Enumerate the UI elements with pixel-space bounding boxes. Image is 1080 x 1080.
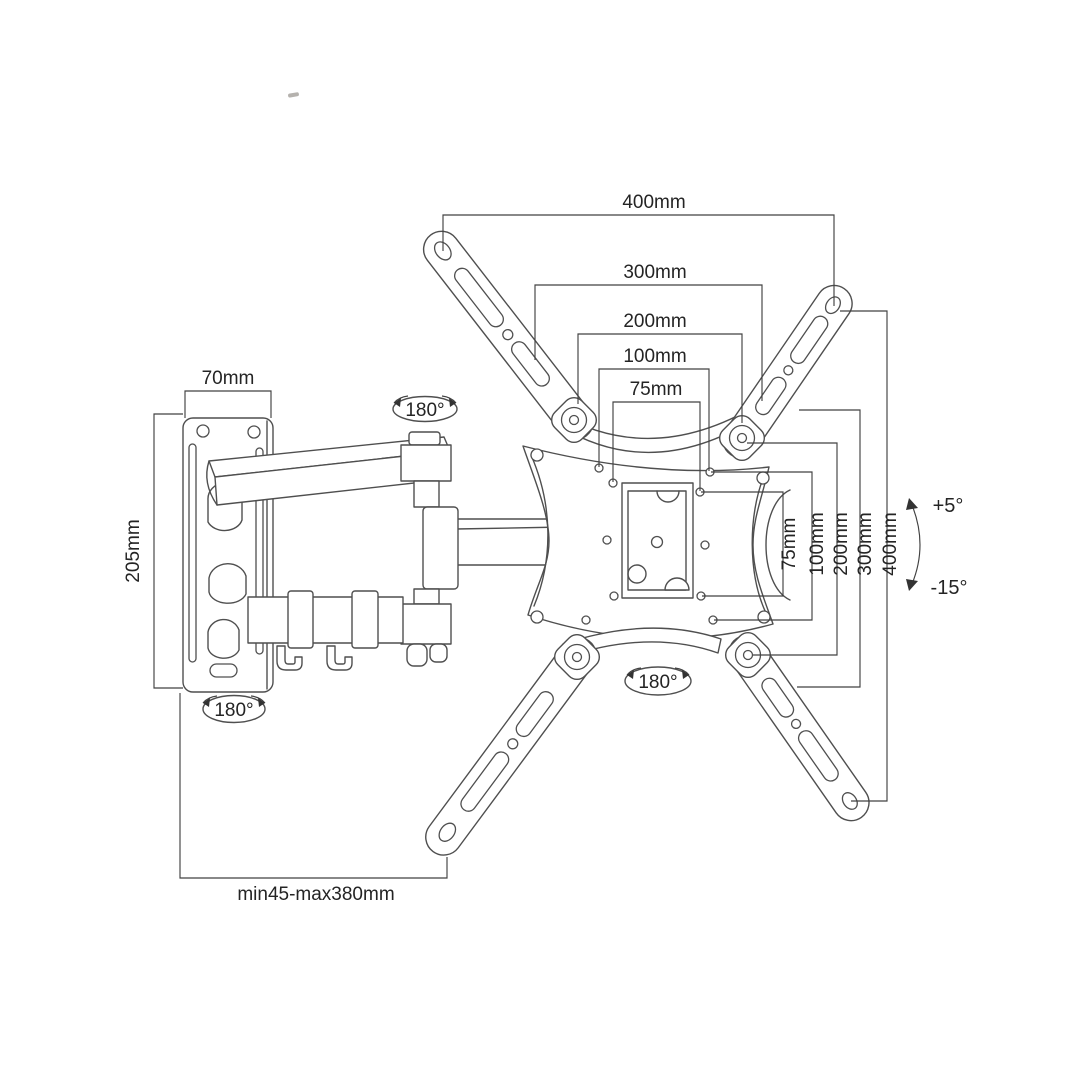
dim-plate-height-bracket: [153, 413, 183, 689]
rotation-arrow-icon: [449, 398, 456, 407]
swivel-indicator-vesa: 180°: [624, 666, 692, 696]
swivel-indicator-plate: 180°: [202, 694, 266, 724]
dim-plate-height-label: 205mm: [123, 519, 144, 582]
vesa-arm-lower-left: [425, 636, 597, 856]
dim-top-75-bracket: [612, 401, 701, 491]
rotation-arrow-icon: [203, 698, 210, 707]
dim-top-100-label: 100mm: [623, 346, 686, 367]
plate-swivel-label: 180°: [214, 700, 253, 721]
elbow-neck-lower: [413, 588, 440, 605]
elbow-top-cap: [408, 431, 441, 446]
dim-top-300-bracket: [534, 284, 763, 401]
tilt-arrow-up: [906, 498, 918, 510]
tilt-mechanism: [621, 482, 694, 599]
hinge-knuckle: [208, 563, 247, 604]
scan-artifact: [288, 92, 299, 98]
dim-side-75-bracket: [701, 491, 784, 597]
dim-side-300-label: 300mm: [855, 512, 876, 575]
dim-top-200-bracket: [577, 333, 743, 423]
vesa-rotation-label: 180°: [638, 672, 677, 693]
cable-hook: [276, 645, 303, 671]
wall-plate-slot-left: [188, 443, 197, 663]
vesa-arm-upper-left: [422, 230, 594, 441]
dim-extension-label: min45-max380mm: [237, 884, 394, 905]
elbow-foot: [406, 643, 428, 667]
cable-hook: [326, 645, 353, 671]
arm-swivel-label: 180°: [405, 400, 444, 421]
dim-top-400-label: 400mm: [622, 192, 685, 213]
dim-top-300-label: 300mm: [623, 262, 686, 283]
dim-top-400-bracket: [442, 214, 835, 306]
rotation-arrow-icon: [627, 670, 634, 679]
elbow-collar: [422, 506, 459, 590]
lower-curve-band: [562, 627, 722, 658]
cable-clip-bracket: [351, 590, 379, 649]
cable-bar: [247, 596, 404, 644]
dimension-annotations: 400mm 300mm 200mm 100mm 75mm 75mm 100mm …: [123, 192, 967, 905]
cable-clip-bracket: [287, 590, 314, 649]
swivel-arm-hinge-cap: [206, 460, 218, 506]
dim-side-200-bracket: [747, 442, 838, 656]
arm-pivot: [724, 631, 772, 679]
rotation-arrow-icon: [258, 698, 265, 707]
vesa-arm-upper-right: [722, 284, 853, 459]
dim-top-200-label: 200mm: [623, 311, 686, 332]
arm-pivot: [553, 633, 601, 681]
dim-side-75-label: 75mm: [779, 518, 800, 571]
swivel-indicator-arm: 180°: [392, 395, 458, 423]
rotation-arrow-icon: [682, 670, 689, 679]
wall-plate-slot-bottom: [209, 663, 238, 678]
dim-side-100-label: 100mm: [807, 512, 828, 575]
tilt-arrow-down: [906, 579, 918, 591]
elbow-neck: [413, 480, 440, 508]
dim-extension-bracket: [179, 693, 448, 879]
extension-arm-edge: [455, 526, 565, 530]
rotation-arrow-icon: [394, 398, 401, 407]
tilt-arc: [911, 504, 921, 585]
dim-side-300-bracket: [797, 409, 861, 688]
vesa-bracket-assembly: [422, 230, 870, 856]
vesa-plate-arch-emboss: [765, 489, 791, 601]
dim-plate-width-bracket: [184, 390, 272, 418]
wall-plate-screw-hole: [247, 425, 261, 439]
tilt-down-label: -15°: [931, 577, 968, 599]
elbow-foot: [429, 643, 448, 663]
hinge-knuckle: [207, 618, 240, 659]
wall-mount-assembly: [182, 417, 565, 693]
elbow-lower-block: [400, 603, 452, 645]
dim-side-100-bracket: [711, 471, 813, 621]
dim-side-400-bracket: [840, 310, 888, 802]
dim-plate-width-label: 70mm: [202, 368, 255, 389]
vesa-plate-right-contour: [751, 475, 767, 614]
elbow-upper-block: [400, 444, 452, 482]
dim-side-200-label: 200mm: [831, 512, 852, 575]
vesa-plate-left-contour: [530, 454, 549, 607]
vesa-arm-lower-right: [728, 634, 870, 822]
arm-pivot: [718, 414, 766, 462]
arm-pivot: [550, 396, 598, 444]
dim-top-100-bracket: [598, 368, 710, 471]
dim-top-75-label: 75mm: [630, 379, 683, 400]
tilt-center-hole: [650, 535, 664, 549]
tilt-up-label: +5°: [933, 495, 964, 517]
wall-plate-screw-hole: [196, 424, 210, 438]
dim-side-400-label: 400mm: [880, 512, 901, 575]
